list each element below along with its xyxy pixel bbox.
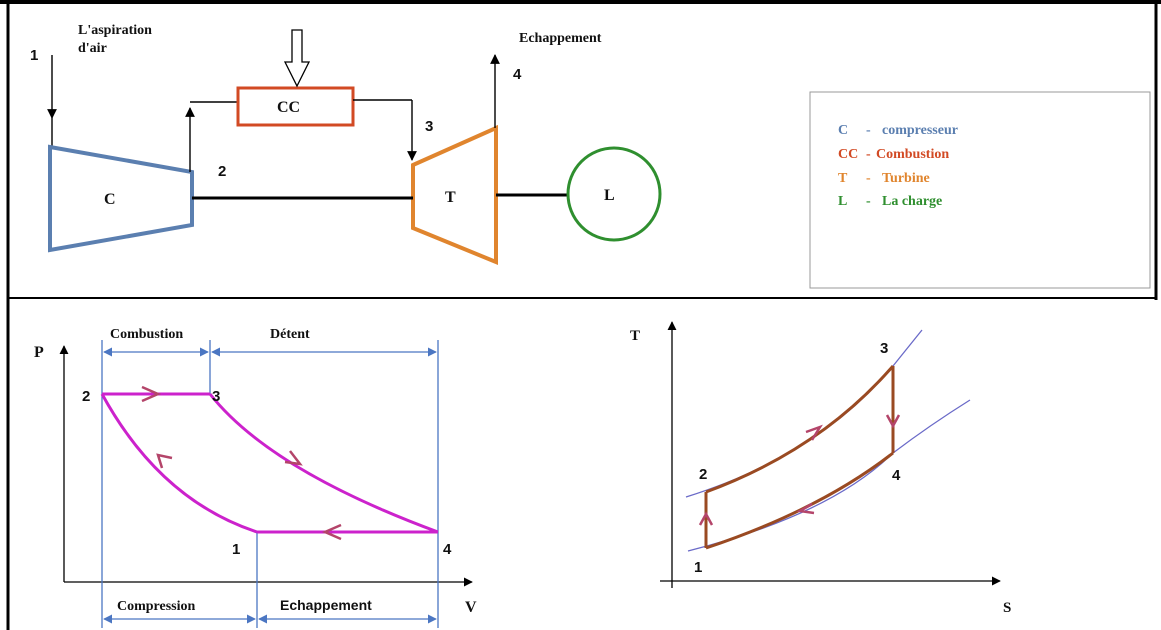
ts-point-2: 2 (699, 466, 707, 483)
combustion-label: CC (277, 99, 300, 116)
ts-process-4-1 (705, 451, 894, 550)
legend-symbol: L (838, 194, 847, 209)
pv-label-detent: Détent (270, 327, 310, 342)
legend-sep: - (866, 194, 871, 209)
legend-sep: - (866, 123, 871, 138)
ts-point-3: 3 (880, 340, 888, 357)
pv-arrow-2-3 (141, 385, 162, 403)
legend-sep: - (866, 171, 871, 186)
load (566, 146, 662, 242)
point-1-label: 1 (30, 47, 38, 64)
pv-label-combustion: Combustion (110, 327, 183, 342)
ts-arrow-3-4 (885, 414, 901, 429)
legend-item-load: L - La charge (838, 194, 942, 209)
point-4-label: 4 (513, 66, 522, 83)
ts-diagram: T S 2 3 4 1 (630, 321, 1011, 616)
legend-box (809, 91, 1151, 289)
intake-label-line2: d'air (78, 41, 107, 56)
turbine (411, 124, 498, 265)
combustion-chamber (236, 86, 355, 127)
compressor-label: C (104, 191, 116, 208)
compressor (48, 144, 194, 253)
legend-text: compresseur (882, 123, 958, 138)
schematic: 1 L'aspiration d'air C 2 CC 3 T 4 Echapp… (30, 23, 662, 265)
point-3-label: 3 (425, 118, 433, 135)
legend-symbol: T (838, 171, 848, 186)
legend: C - compresseur CC - Combustion T - Turb… (809, 91, 1151, 289)
ts-point-1: 1 (694, 559, 702, 576)
pv-arrow-4-1 (321, 523, 342, 541)
legend-text: Turbine (882, 171, 930, 186)
ts-arrow-1-2 (698, 511, 714, 526)
intake-label-line1: L'aspiration (78, 23, 152, 38)
fuel-input-arrow (283, 29, 311, 88)
legend-text: Combustion (876, 147, 949, 162)
ts-x-axis-label: S (1003, 600, 1011, 616)
ts-arrow-4-1 (796, 502, 815, 515)
pv-label-compression: Compression (117, 599, 196, 614)
pv-process-3-4 (208, 393, 439, 534)
exhaust-label: Echappement (519, 31, 602, 46)
turbine-label: T (445, 189, 456, 206)
pv-label-echappement: Echappement (280, 597, 372, 613)
pv-y-axis-label: P (34, 344, 44, 361)
ts-process-2-3 (705, 365, 895, 494)
pv-point-4: 4 (443, 541, 452, 558)
legend-symbol: CC (838, 147, 858, 162)
legend-symbol: C (838, 123, 848, 138)
legend-item-combustion: CC - Combustion (838, 147, 949, 162)
pv-arrow-3-4 (284, 450, 303, 466)
ts-y-axis-label: T (630, 328, 640, 344)
pv-point-3: 3 (212, 388, 220, 405)
pv-point-2: 2 (82, 388, 90, 405)
ts-point-4: 4 (892, 467, 901, 484)
legend-item-compressor: C - compresseur (838, 123, 958, 138)
load-label: L (604, 187, 615, 204)
ts-arrow-2-3 (805, 424, 823, 441)
pv-diagram: P V Combustion Détent Compression Echapp… (34, 327, 477, 628)
legend-sep: - (866, 147, 871, 162)
pv-process-1-2 (100, 393, 258, 534)
ts-isobar-low (687, 399, 971, 552)
pv-arrow-1-2 (156, 453, 173, 469)
legend-item-turbine: T - Turbine (838, 171, 930, 186)
pv-point-1: 1 (232, 541, 240, 558)
pv-x-axis-label: V (465, 599, 477, 616)
point-2-label: 2 (218, 163, 226, 180)
legend-text: La charge (882, 194, 942, 209)
